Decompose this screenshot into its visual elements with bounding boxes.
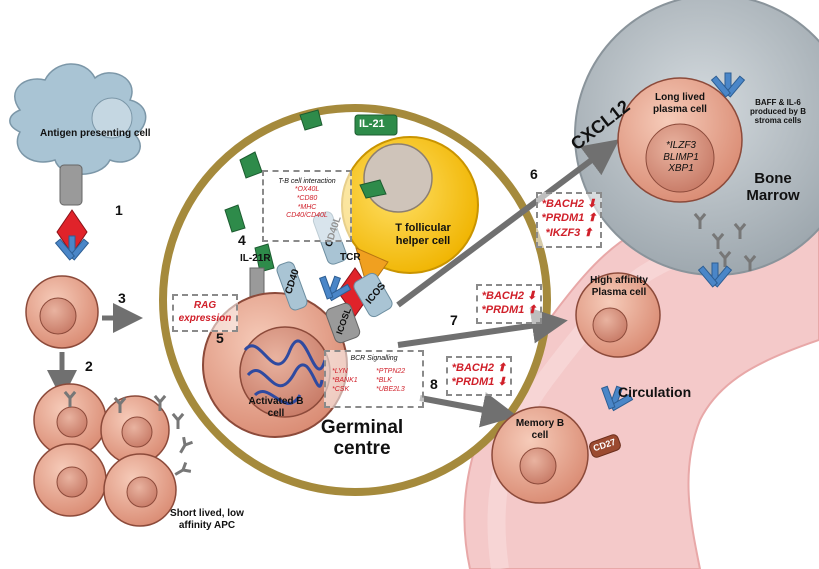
arrow-down-icon: ⬇ bbox=[587, 198, 597, 210]
arrow-up-icon: ⬆ bbox=[497, 362, 507, 374]
bcr-title: BCR Signalling bbox=[350, 355, 398, 362]
tfh-label: T follicular helper cell bbox=[395, 222, 451, 247]
box7-gene: *PRDM1 bbox=[481, 304, 525, 317]
rag-line2: expression bbox=[178, 313, 232, 324]
step-8: 8 bbox=[430, 376, 438, 392]
memory-b-label: Memory B cell bbox=[515, 418, 565, 441]
tcr-label: TCR bbox=[340, 252, 361, 263]
box7-gene: *BACH2 bbox=[481, 290, 524, 302]
long-lived-label: Long lived plasma cell bbox=[653, 92, 707, 115]
step-3: 3 bbox=[118, 290, 126, 306]
step-2: 2 bbox=[85, 358, 93, 374]
box8-gene: *BACH2 bbox=[451, 362, 494, 374]
bcr-gene: *BLK bbox=[376, 376, 392, 384]
bm-gene: *ILZF3 bbox=[665, 140, 696, 151]
il21-cytokines bbox=[224, 109, 387, 273]
gene-box-7: *BACH2 ⬇ *PRDM1 ⬆ bbox=[476, 284, 542, 324]
tb-item: *OX40L bbox=[294, 186, 320, 193]
step-7: 7 bbox=[450, 312, 458, 328]
step-4: 4 bbox=[238, 232, 246, 248]
high-affinity-label: High affinity Plasma cell bbox=[590, 275, 648, 298]
short-lived-cells bbox=[33, 383, 177, 527]
box6-gene: *IKZF3 bbox=[545, 226, 581, 239]
bone-marrow-genes: *ILZF3 BLIMP1 XBP1 bbox=[656, 140, 706, 175]
bm-gene: BLIMP1 bbox=[663, 151, 699, 163]
arrow-down-icon: ⬇ bbox=[527, 290, 537, 302]
il21-label: IL-21 bbox=[359, 118, 385, 130]
activated-b-label: Activated B cell bbox=[248, 396, 304, 419]
bcr-box: BCR Signalling *LYN *BANK1 *CSK *PTPN22 … bbox=[324, 350, 424, 408]
tb-interaction-title: T-B cell interaction bbox=[278, 178, 336, 185]
rag-box: RAG expression bbox=[172, 294, 238, 332]
gene-box-8: *BACH2 ⬆ *PRDM1 ⬇ bbox=[446, 356, 512, 396]
box8-gene: *PRDM1 bbox=[451, 376, 495, 389]
tb-item: *MHC bbox=[297, 203, 317, 211]
tb-item: CD40/CD40L bbox=[286, 212, 328, 220]
bcr-gene: *UBE2L3 bbox=[376, 385, 405, 393]
germinal-centre-label: Germinal centre bbox=[320, 417, 404, 459]
arrow-up-icon: ⬆ bbox=[583, 226, 593, 239]
short-lived-label: Short lived, low affinity APC bbox=[170, 508, 244, 531]
tb-interaction-box: T-B cell interaction *OX40L *CD80 *MHC C… bbox=[262, 170, 352, 242]
arrow-down-icon: ⬇ bbox=[497, 376, 507, 389]
apc-cell bbox=[9, 63, 147, 175]
step-1: 1 bbox=[115, 202, 123, 218]
circulation-label: Circulation bbox=[618, 384, 692, 400]
tb-item: *CD80 bbox=[296, 194, 318, 202]
bcr-gene: *PTPN22 bbox=[376, 368, 406, 375]
apc-label: Antigen presenting cell bbox=[40, 128, 151, 139]
bm-gene: XBP1 bbox=[668, 163, 694, 174]
chromatin bbox=[243, 339, 327, 405]
bcr-gene: *LYN bbox=[332, 368, 348, 375]
gene-box-6: *BACH2 ⬇ *PRDM1 ⬆ *IKZF3 ⬆ bbox=[536, 192, 602, 248]
baff-label: BAFF & IL-6 produced by B stroma cells bbox=[749, 98, 806, 126]
arrow-up-icon: ⬆ bbox=[587, 212, 597, 225]
box6-gene: *BACH2 bbox=[541, 198, 584, 210]
arrow-up-icon: ⬆ bbox=[527, 304, 537, 317]
bcr-gene: *CSK bbox=[332, 385, 350, 393]
bone-marrow-label: Bone Marrow bbox=[746, 170, 800, 205]
step-5: 5 bbox=[216, 330, 224, 346]
il21r-label: IL-21R bbox=[240, 253, 271, 264]
rag-line1: RAG bbox=[193, 300, 217, 311]
box6-gene: *PRDM1 bbox=[541, 212, 585, 225]
step-6: 6 bbox=[530, 166, 538, 182]
bcr-gene: *BANK1 bbox=[332, 376, 358, 384]
